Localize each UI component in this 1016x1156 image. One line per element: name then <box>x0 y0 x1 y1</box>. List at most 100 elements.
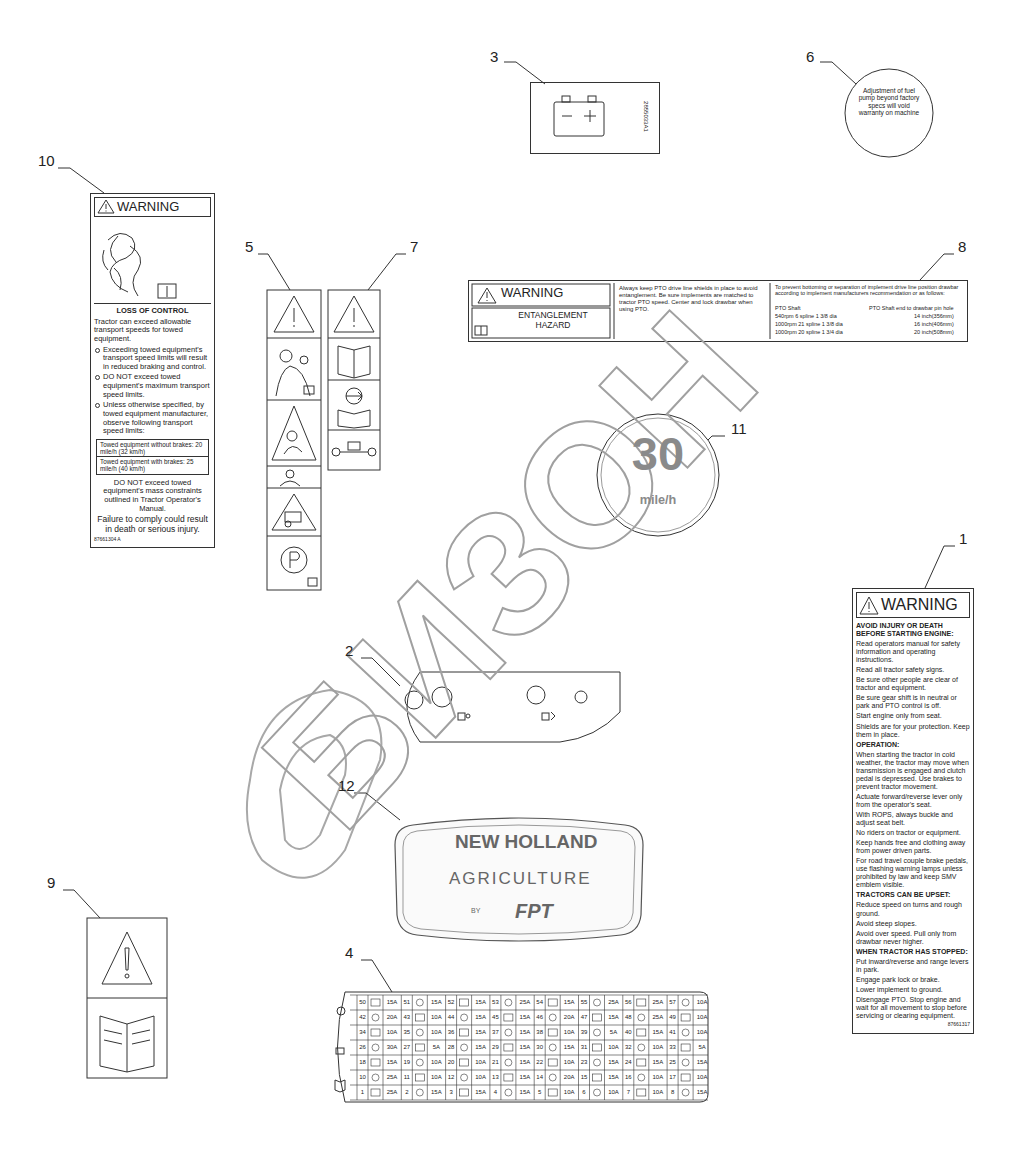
decal-text: OPERATION: <box>856 741 970 749</box>
drawing-part <box>334 296 374 332</box>
fuse-rating: 10A <box>694 999 710 1006</box>
decal-text: DO NOT exceed towed equipment's maximum … <box>94 373 211 399</box>
fuse-icon <box>637 999 646 1006</box>
drawing-part <box>368 254 406 290</box>
fuse-number: 35 <box>402 1029 412 1036</box>
decal-text: For road travel couple brake pedals, use… <box>856 857 970 889</box>
fuse-icon <box>371 1029 380 1036</box>
fuse-grid-line <box>350 1100 708 1101</box>
fuse-icon <box>372 1014 379 1021</box>
fuse-rating: 15A <box>517 1044 533 1051</box>
drawing-part <box>106 211 107 212</box>
callout-number: 10 <box>38 152 55 169</box>
drawing-part <box>127 1024 128 1072</box>
decal-text: ENTANGLEMENT HAZARD <box>513 311 593 331</box>
drawing-part <box>472 284 610 306</box>
fuse-number: 46 <box>535 1014 545 1021</box>
drawing-part <box>284 446 302 454</box>
fuse-rating: 15A <box>473 1089 489 1096</box>
fuse-grid-line <box>622 995 623 1100</box>
fuse-icon <box>416 1089 423 1096</box>
fuse-icon <box>681 1044 690 1051</box>
fuse-rating: 5A <box>606 1029 622 1036</box>
general-warning-art <box>860 597 878 614</box>
fuse-rating: 15A <box>473 1044 489 1051</box>
drawing-part <box>475 326 487 335</box>
fuse-number: 45 <box>490 1014 500 1021</box>
inner-slot: Towed equipment without brakes: 20 mile/… <box>94 439 211 475</box>
decal-text: Shields are for your protection. Keep th… <box>856 723 970 739</box>
fuse-number: 4 <box>490 1089 500 1096</box>
drawing-part <box>472 308 610 338</box>
fuse-grid-line <box>633 995 634 1100</box>
fuse-rating: 20A <box>561 1074 577 1081</box>
fuse-number: 25 <box>668 1059 678 1066</box>
loss-of-control-decal: WARNINGLOSS OF CONTROLTractor can exceed… <box>90 193 215 548</box>
fuse-number: 57 <box>668 999 678 1006</box>
fuse-icon <box>504 1044 513 1051</box>
fuse-icon <box>505 1089 512 1096</box>
callout-number: 9 <box>47 874 55 891</box>
callout-number: 5 <box>245 238 253 255</box>
drawing-part <box>338 346 370 378</box>
fuse-icon <box>372 1074 379 1081</box>
decal-text: 14 inch(356mm) <box>914 313 966 319</box>
fuse-number: 11 <box>402 1074 412 1081</box>
fuse-number: 51 <box>402 999 412 1006</box>
fuse-icon <box>415 1074 424 1081</box>
fuse-rating: 25A <box>650 999 666 1006</box>
fuse-icon <box>415 1014 424 1021</box>
drawing-part <box>58 168 104 193</box>
fuse-grid-line <box>667 995 668 1100</box>
fuse-rating: 15A <box>517 1089 533 1096</box>
decal-text: AVOID INJURY OR DEATH BEFORE STARTING EN… <box>856 622 970 638</box>
fuse-icon <box>594 999 601 1006</box>
fuse-grid-line <box>648 995 649 1100</box>
fuse-icon <box>637 1029 646 1036</box>
fuse-grid-line <box>489 995 490 1100</box>
fuse-icon <box>682 1059 689 1066</box>
fuse-grid-line <box>589 995 590 1100</box>
fuse-rating: 10A <box>561 1089 577 1096</box>
decal-text: Lower implement to ground. <box>856 986 970 994</box>
fuse-rating: 15A <box>473 1029 489 1036</box>
fuse-rating: 5A <box>694 1044 710 1051</box>
decal-text: Read operators manual for safety informa… <box>856 640 970 664</box>
decal-text: Exceeding towed equipment's transport sp… <box>94 346 211 372</box>
fuse-grid-line <box>412 995 413 1100</box>
decal-text: Engage park lock or brake. <box>856 976 970 984</box>
fuse-number: 20 <box>446 1059 456 1066</box>
fuse-rating: 15A <box>473 1014 489 1021</box>
fuse-rating: 20A <box>561 1014 577 1021</box>
fuse-number: 47 <box>579 1014 589 1021</box>
pictogram-decal-7 <box>328 290 380 470</box>
fuse-number: 48 <box>623 1014 633 1021</box>
fuse-grid-line <box>383 995 384 1100</box>
decal-text: Disengage PTO. Stop engine and wait for … <box>856 996 970 1020</box>
decal-text: 1000rpm 21 spline 1 3/8 dia <box>775 321 905 327</box>
fuse-icon <box>371 999 380 1006</box>
drawing-part <box>346 392 362 400</box>
drawing-part <box>287 431 297 441</box>
drawing-part <box>300 356 308 364</box>
fuse-icon <box>504 1074 513 1081</box>
fuse-rating: 10A <box>428 1014 444 1021</box>
fuse-rating: 10A <box>606 1089 622 1096</box>
fuse-rating: 25A <box>606 999 622 1006</box>
fuse-number: 43 <box>402 1014 412 1021</box>
fuse-grid-line <box>560 995 561 1100</box>
fuse-grid-line <box>445 995 446 1100</box>
fuse-rating: 10A <box>694 1029 710 1036</box>
fuse-rating: 15A <box>694 1059 710 1066</box>
decal-text: FPT <box>515 900 575 923</box>
fuse-icon <box>461 1014 468 1021</box>
fuel-pump-decal: Adjustment of fuel pump beyond factory s… <box>844 68 934 158</box>
drawing-part <box>504 62 545 84</box>
fuse-icon <box>594 1029 601 1036</box>
fuse-rating: 10A <box>650 1044 666 1051</box>
decal-text: Put inward/reverse and range levers in p… <box>856 958 970 974</box>
fuse-number: 7 <box>623 1089 633 1096</box>
fuse-rating: 15A <box>517 1074 533 1081</box>
decal-text: Unless otherwise specified, by towed equ… <box>94 401 211 436</box>
